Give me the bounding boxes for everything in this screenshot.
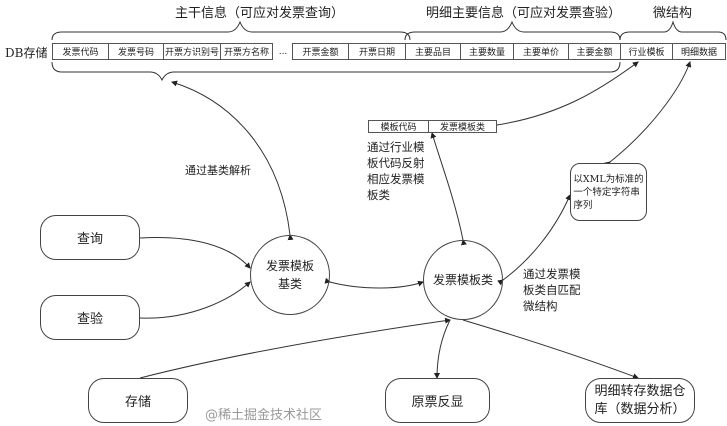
arrow-table-industry xyxy=(491,61,639,129)
header-main: 主干信息（可应对发票查询） xyxy=(175,6,345,21)
brace-main xyxy=(51,20,411,41)
template-class-node: 发票模板类 xyxy=(423,240,503,320)
note-reflect: 通过行业模 板代码反射 相应发票模 板类 xyxy=(367,140,425,202)
field-cell: 开票金额 xyxy=(292,43,349,60)
field-ellipsis: ... xyxy=(278,46,288,57)
field-cell: 主要单价 xyxy=(513,43,569,60)
field-cell: 行业模板 xyxy=(620,43,673,60)
arrow-verify-base xyxy=(139,281,251,319)
store-node: 存储 xyxy=(88,378,188,423)
header-detail: 明细主要信息（可应对发票查验） xyxy=(426,6,622,21)
arrow-base-tpl xyxy=(324,277,424,289)
query-node: 查询 xyxy=(40,215,140,260)
brace-detail xyxy=(404,20,621,41)
field-cell: 主要数量 xyxy=(460,43,514,60)
template-class-cell: 发票模板类 xyxy=(428,120,497,133)
brace-bottom xyxy=(51,61,621,82)
header-micro: 微结构 xyxy=(653,6,693,21)
arrow-tpl-xml xyxy=(497,194,571,286)
field-cell: 发票号码 xyxy=(108,43,164,60)
verify-node: 查验 xyxy=(40,295,140,340)
note-base-parse: 通过基类解析 xyxy=(185,164,251,177)
arrow-query-base xyxy=(139,237,251,269)
brace-micro xyxy=(619,20,727,41)
arrow-tpl-table xyxy=(430,132,467,246)
arrow-base-db xyxy=(171,80,294,241)
note-match: 通过发票模 板类自匹配 微结构 xyxy=(523,267,581,313)
field-cell: 开票日期 xyxy=(348,43,406,60)
db-label: DB存储 xyxy=(5,46,48,60)
field-cell: 开票方识别号 xyxy=(163,43,221,60)
field-cell: 发票代码 xyxy=(52,43,109,60)
arrow-store-tpl xyxy=(139,317,451,379)
template-code-cell: 模板代码 xyxy=(368,120,429,133)
field-cell: 主要金额 xyxy=(568,43,621,60)
field-cell: 主要品目 xyxy=(405,43,461,60)
watermark: @稀土掘金技术社区 xyxy=(205,408,323,423)
field-cell: 开票方名称 xyxy=(220,43,273,60)
warehouse-node: 明细转存数据仓库（数据分析） xyxy=(585,378,695,423)
arrow-tpl-warehouse xyxy=(462,319,639,380)
field-cell: 明细数据 xyxy=(672,43,726,60)
arrow-tpl-display xyxy=(434,319,451,379)
arrow-xml-detail xyxy=(604,61,692,168)
display-node: 原票反显 xyxy=(385,378,490,423)
base-class-node: 发票模板基类 xyxy=(250,235,330,315)
xml-node: 以XML为标准的 一个特定字符串 序列 xyxy=(570,163,647,221)
